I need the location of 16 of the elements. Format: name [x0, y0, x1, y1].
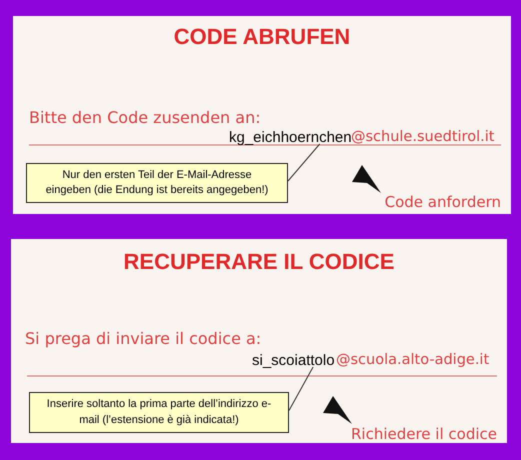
leader-line — [288, 144, 320, 182]
request-link: Code anfordern — [384, 193, 501, 211]
leader-line — [288, 366, 314, 411]
typed-text: si_scoiattolo — [252, 352, 335, 369]
panel-title: CODE ABRUFEN — [172, 24, 352, 50]
form-panel — [11, 239, 507, 443]
prompt-text: Bitte den Code zusenden an: — [29, 108, 261, 127]
panel-title: RECUPERARE IL CODICE — [122, 249, 396, 275]
request-link: Richiedere il codice — [350, 425, 497, 443]
callout-box: Nur den ersten Teil der E-Mail-Adresse eingeben (die Endung ist bereits angegeben!) — [26, 163, 288, 203]
email-domain: @scuola.alto-adige.it — [336, 352, 490, 368]
prompt-text: Si prega di inviare il codice a: — [25, 329, 262, 348]
callout-box: Inserire soltanto la prima parte dell’indirizzo e-mail (l’estensione è già indicata!) — [29, 392, 289, 433]
form-panel — [13, 16, 511, 214]
typed-text: kg_eichhoernchen — [229, 129, 352, 146]
email-domain: @schule.suedtirol.it — [351, 129, 494, 145]
